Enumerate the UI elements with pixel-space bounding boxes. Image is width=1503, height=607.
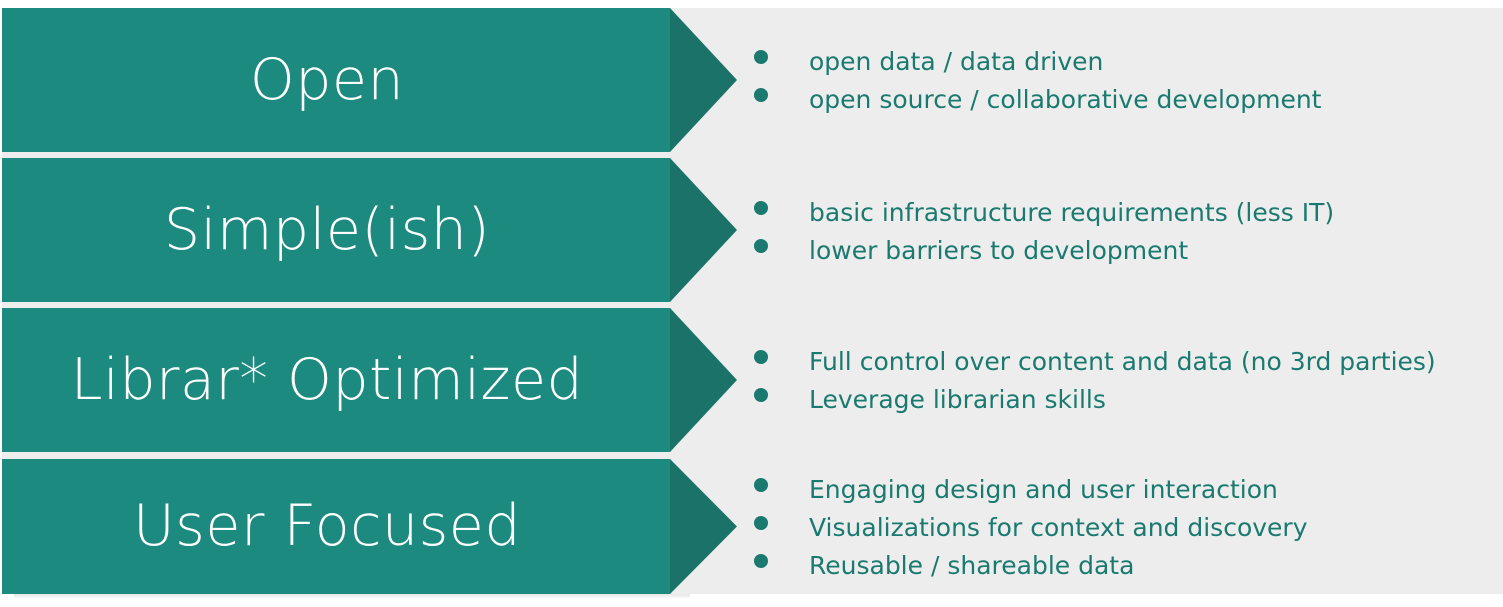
arrow-label-open: Open bbox=[249, 46, 405, 113]
arrow-head bbox=[670, 8, 737, 152]
bullet-dot-icon bbox=[754, 201, 768, 215]
bullet-text: Leverage librarian skills bbox=[809, 385, 1106, 414]
bullet-text: open data / data driven bbox=[809, 47, 1104, 76]
bullet-item: Visualizations for context and discovery bbox=[754, 509, 1503, 547]
bullet-text: lower barriers to development bbox=[809, 236, 1189, 265]
bullet-dot-icon bbox=[754, 477, 768, 492]
arrow-row-librar-optimized[interactable]: Librar* Optimized Full control over conte… bbox=[2, 308, 1503, 452]
bullet-text: Engaging design and user interaction bbox=[809, 474, 1278, 504]
bullet-dot-icon bbox=[754, 88, 768, 102]
bullet-dot-icon bbox=[754, 239, 768, 253]
bullet-item: Engaging design and user interaction bbox=[754, 471, 1503, 509]
bullet-dot-icon bbox=[754, 388, 768, 402]
arrow-head bbox=[670, 459, 737, 594]
bullet-list-simple-ish: basic infrastructure requirements (less … bbox=[754, 158, 1503, 302]
arrow-label-user-focused: User Focused bbox=[132, 493, 522, 559]
bullet-item: Leverage librarian skills bbox=[754, 381, 1503, 419]
bottom-shadow bbox=[14, 594, 690, 599]
arrow-label-librar-optimized: Librar* Optimized bbox=[70, 346, 584, 413]
bullet-item: Reusable / shareable data bbox=[754, 547, 1503, 585]
arrow-head bbox=[670, 308, 737, 452]
bullet-text: Full control over content and data (no 3… bbox=[809, 347, 1436, 376]
arrow-label-simple-ish: Simple(ish) bbox=[163, 196, 491, 263]
bullet-text: basic infrastructure requirements (less … bbox=[809, 198, 1335, 227]
arrow-row-user-focused[interactable]: User Focused Engaging design and user int… bbox=[2, 459, 1503, 594]
bullet-text: Visualizations for context and discovery bbox=[809, 512, 1308, 542]
bullet-item: lower barriers to development bbox=[754, 232, 1503, 270]
bullet-dot-icon bbox=[754, 553, 768, 568]
bullet-dot-icon bbox=[754, 50, 768, 64]
arrow-row-open[interactable]: Open open data / data driven open source /… bbox=[2, 8, 1503, 152]
bullet-item: open data / data driven bbox=[754, 43, 1503, 81]
bullet-text: open source / collaborative development bbox=[809, 85, 1322, 114]
bullet-item: open source / collaborative development bbox=[754, 81, 1503, 119]
bullet-dot-icon bbox=[754, 515, 768, 530]
bullet-item: basic infrastructure requirements (less … bbox=[754, 194, 1503, 232]
bullet-list-librar-optimized: Full control over content and data (no 3… bbox=[754, 308, 1503, 452]
bullet-list-open: open data / data driven open source / col… bbox=[754, 8, 1503, 152]
bullet-text: Reusable / shareable data bbox=[809, 550, 1135, 580]
bullet-dot-icon bbox=[754, 350, 768, 364]
arrow-head bbox=[670, 158, 737, 302]
bullet-item: Full control over content and data (no 3… bbox=[754, 343, 1503, 381]
arrow-row-simple-ish[interactable]: Simple(ish) basic infrastructure requirem… bbox=[2, 158, 1503, 302]
